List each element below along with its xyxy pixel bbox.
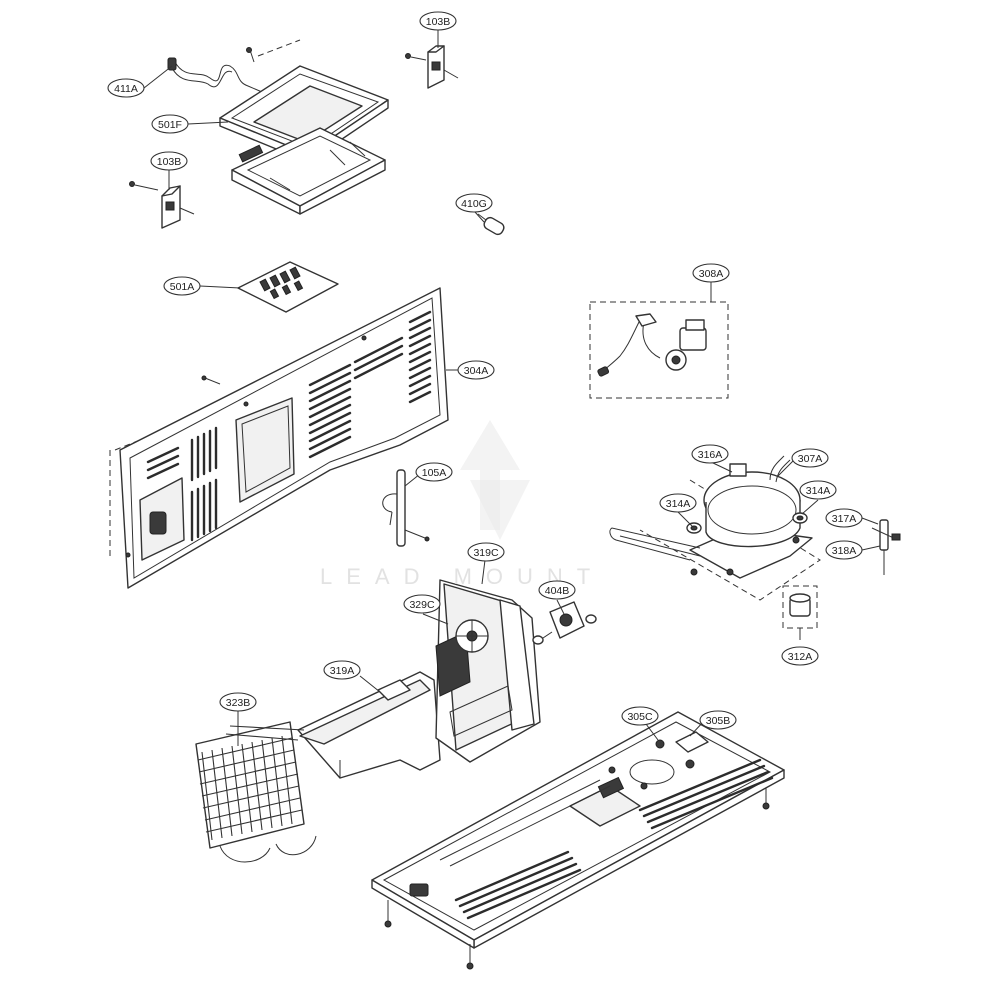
part-cap-312a [782, 585, 818, 629]
callout-323b: 323B [219, 692, 257, 712]
svg-text:305C: 305C [627, 711, 653, 723]
part-cord-411a [167, 57, 263, 93]
part-sensor-410g [477, 213, 505, 236]
svg-text:323B: 323B [226, 697, 251, 709]
callout-411a: 411A [107, 78, 145, 98]
part-bracket-103b-left [129, 181, 195, 229]
callout-314a-right: 314A [799, 480, 837, 500]
svg-text:103B: 103B [426, 16, 451, 28]
callout-103b-top: 103B [419, 11, 457, 31]
callout-305c: 305C [621, 706, 659, 726]
svg-text:501F: 501F [158, 119, 182, 131]
part-motor-404b [532, 601, 597, 645]
callout-307a: 307A [791, 448, 829, 468]
svg-text:314A: 314A [666, 498, 691, 510]
callout-501f: 501F [151, 114, 189, 134]
part-pcb-base [231, 127, 386, 215]
svg-text:501A: 501A [170, 281, 195, 293]
svg-text:105A: 105A [422, 467, 447, 479]
svg-text:314A: 314A [806, 485, 831, 497]
callout-308a: 308A [692, 263, 730, 283]
part-feet [384, 788, 770, 970]
callout-410g: 410G [455, 193, 493, 213]
watermark-logo [460, 420, 530, 540]
vent-group-upper [308, 310, 432, 459]
part-base-tray-319a [297, 671, 441, 779]
svg-text:319C: 319C [473, 547, 499, 559]
part-condenser-323b [195, 721, 317, 863]
svg-text:411A: 411A [114, 83, 138, 95]
svg-text:305B: 305B [706, 715, 731, 727]
callout-305b: 305B [699, 710, 737, 730]
svg-text:307A: 307A [798, 453, 823, 465]
svg-text:312A: 312A [788, 651, 813, 663]
vent-group-left [146, 426, 218, 542]
part-valve-317a [871, 519, 901, 575]
base-vents-right [638, 758, 774, 830]
callout-316a: 316A [691, 444, 729, 464]
base-vents-left [454, 850, 582, 920]
callout-319a: 319A [323, 660, 361, 680]
part-grommet-314a-right [792, 512, 808, 524]
part-pcb-501a [237, 261, 339, 313]
part-screw-top [246, 39, 301, 63]
part-grommet-314a-left [686, 522, 702, 534]
part-back-panel-304a [109, 287, 449, 589]
svg-text:410G: 410G [461, 198, 487, 210]
callout-314a-left: 314A [659, 493, 697, 513]
svg-text:404B: 404B [545, 585, 570, 597]
callout-105a: 105A [415, 462, 453, 482]
part-overload-kit-308a [589, 301, 729, 399]
callout-103b-left: 103B [150, 151, 188, 171]
callout-317a: 317A [825, 508, 863, 528]
part-drain-105a [382, 469, 430, 547]
svg-text:318A: 318A [832, 545, 857, 557]
callout-501a: 501A [163, 276, 201, 296]
callout-404b: 404B [538, 580, 576, 600]
svg-text:329C: 329C [409, 599, 435, 611]
part-compressor-307a [609, 455, 821, 601]
part-fan-329c [435, 619, 489, 697]
callout-312a: 312A [781, 646, 819, 666]
svg-text:319A: 319A [330, 665, 355, 677]
part-bracket-103b-top [405, 45, 459, 89]
callout-329c: 329C [403, 594, 441, 614]
callout-304a: 304A [457, 360, 495, 380]
svg-text:103B: 103B [157, 156, 182, 168]
svg-text:304A: 304A [464, 365, 489, 377]
callout-318a: 318A [825, 540, 863, 560]
condenser-fins [197, 725, 305, 841]
svg-text:308A: 308A [699, 268, 724, 280]
part-base-plate [371, 711, 785, 949]
svg-text:317A: 317A [832, 513, 857, 525]
svg-text:316A: 316A [698, 449, 723, 461]
callout-319c: 319C [467, 542, 505, 562]
